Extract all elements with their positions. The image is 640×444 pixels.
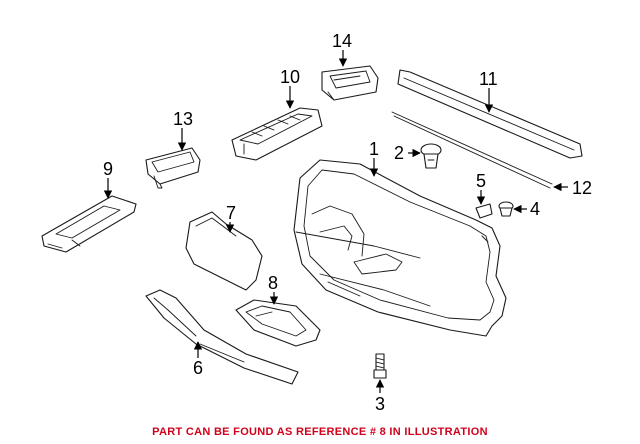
callout-11: 11 [479, 69, 498, 89]
part-2-clip[interactable] [420, 143, 442, 169]
part-11-sill[interactable] [397, 69, 583, 159]
part-8-handle[interactable] [235, 299, 321, 347]
part-1-door-panel[interactable] [293, 159, 507, 337]
callout-1: 1 [369, 139, 379, 159]
callout-labels: 14 10 13 9 7 8 6 1 11 12 2 5 4 3 [103, 31, 592, 414]
callout-12: 12 [572, 178, 592, 198]
callout-10: 10 [280, 67, 300, 87]
leader-lines [103, 50, 568, 393]
part-4-pin[interactable] [498, 201, 514, 217]
callout-7: 7 [226, 203, 236, 223]
part-6-strip[interactable] [145, 289, 299, 385]
part-14-switch[interactable] [321, 65, 379, 101]
part-9-bezel[interactable] [41, 195, 137, 253]
footer-note: PART CAN BE FOUND AS REFERENCE # 8 IN IL… [152, 426, 488, 438]
callout-5: 5 [476, 171, 486, 191]
callout-2: 2 [394, 143, 404, 163]
part-10-switch[interactable] [231, 107, 323, 161]
callout-8: 8 [268, 273, 278, 293]
part-3-screw[interactable] [373, 353, 387, 379]
callout-9: 9 [103, 159, 113, 179]
callout-3: 3 [375, 394, 385, 414]
part-12-seal[interactable] [391, 111, 553, 189]
callout-14: 14 [332, 31, 352, 51]
callout-13: 13 [173, 109, 193, 129]
callout-4: 4 [530, 199, 540, 219]
callout-6: 6 [193, 358, 203, 378]
part-7-trim[interactable] [185, 211, 263, 291]
part-5-cap[interactable] [475, 203, 493, 219]
part-13-switch[interactable] [145, 147, 201, 189]
